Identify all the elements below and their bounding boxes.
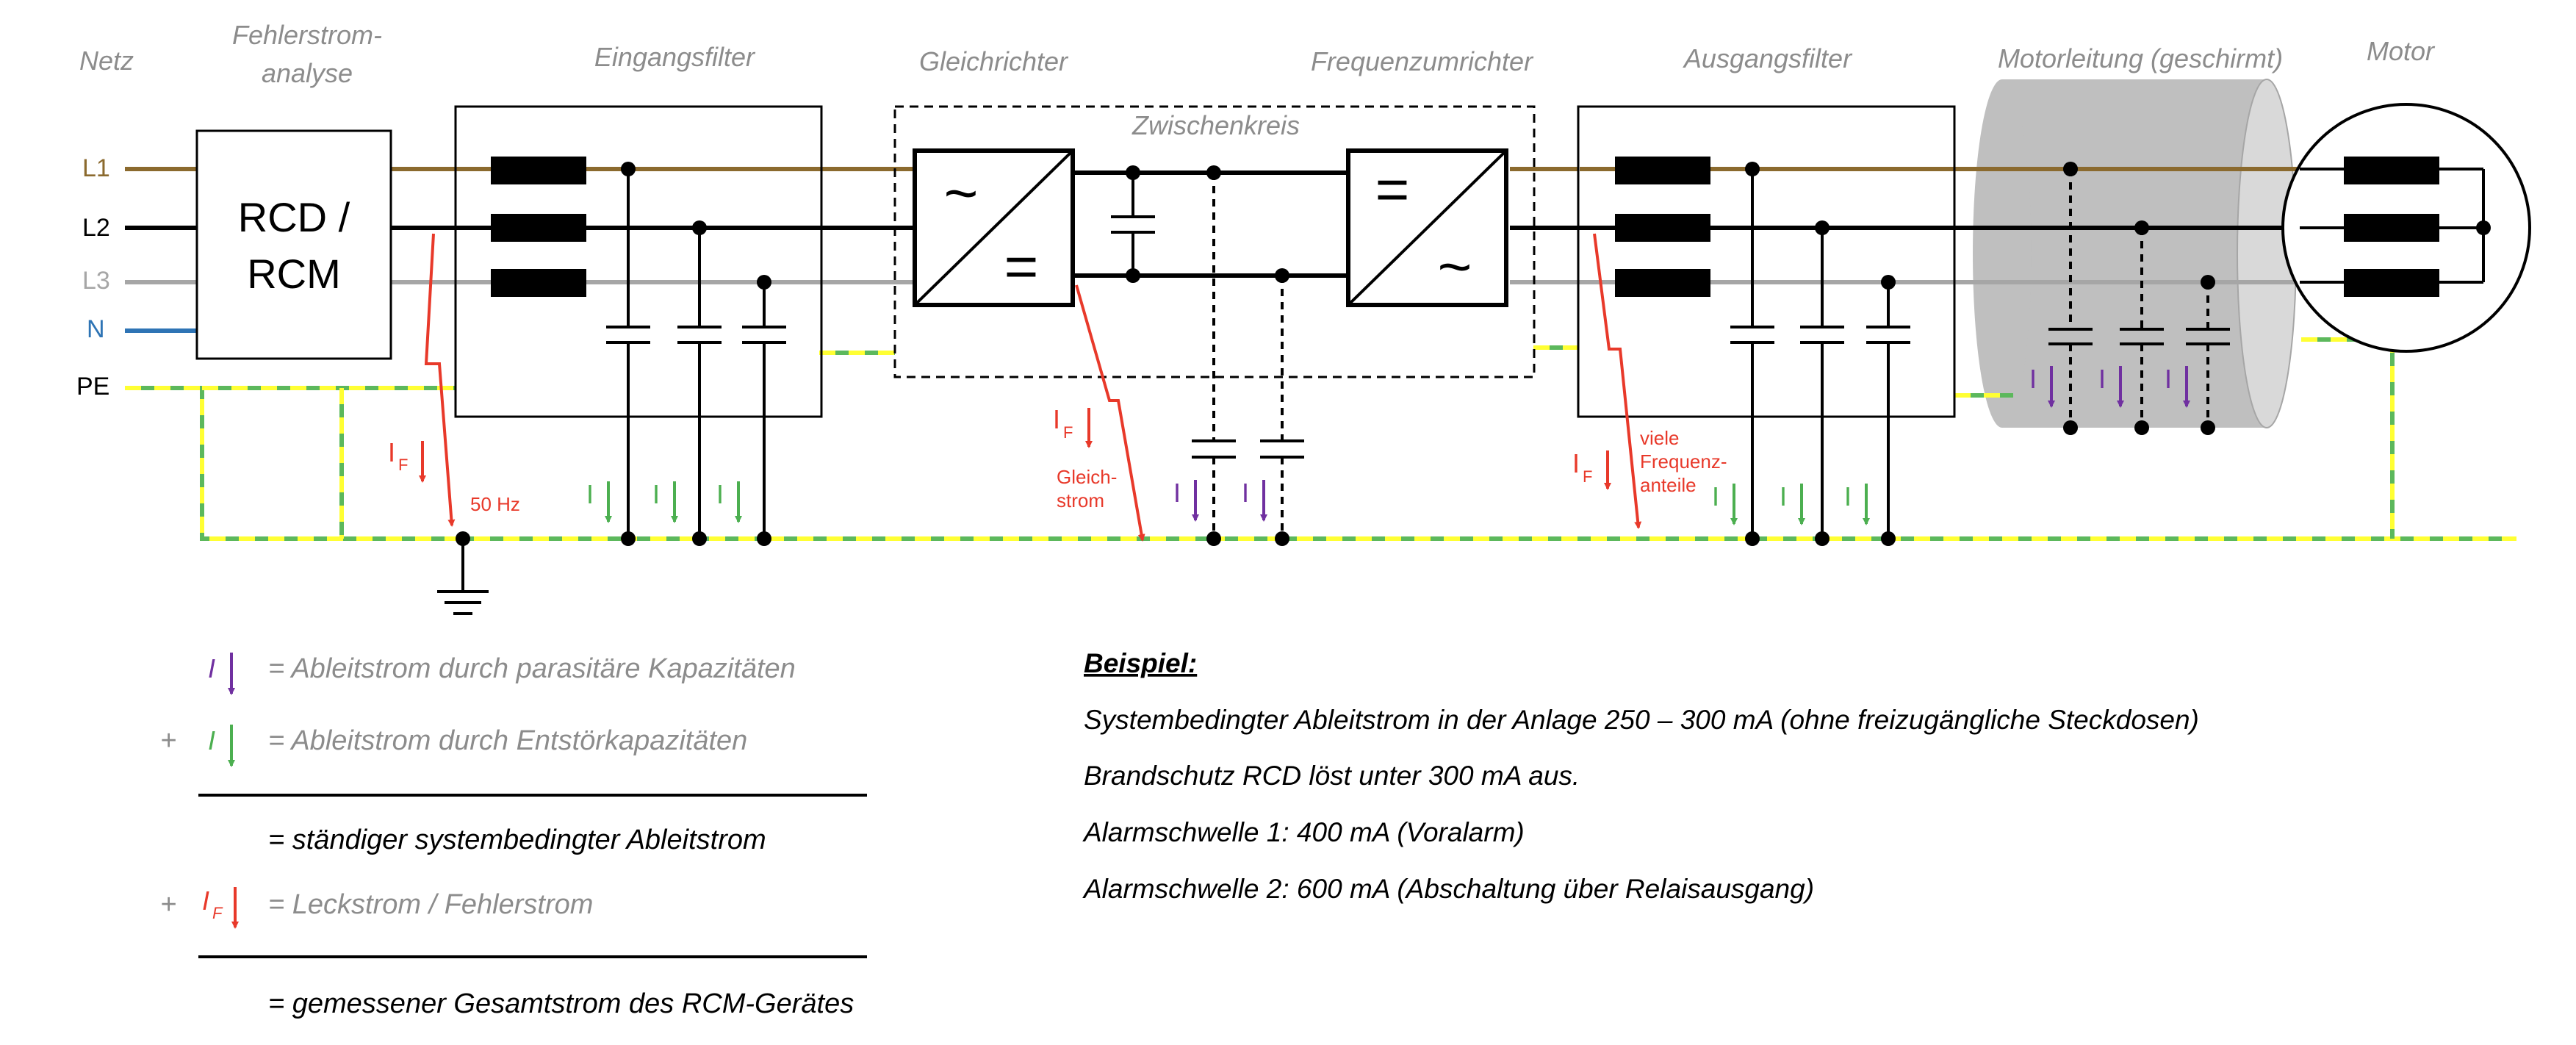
svg-text:F: F [398, 456, 408, 474]
header-motorleitung: Motorleitung (geschirmt) [1998, 43, 2283, 73]
legend: I = Ableitstrom durch parasitäre Kapazit… [160, 653, 867, 1019]
suppression-arrows-input: I I I [586, 479, 742, 523]
svg-text:I: I [208, 725, 215, 755]
cable-parasitic-caps [2048, 169, 2230, 428]
header-frequenzumrichter: Frequenzumrichter [1311, 46, 1534, 76]
legend-parasitic: = Ableitstrom durch parasitäre Kapazität… [268, 653, 796, 684]
svg-text:I: I [716, 479, 724, 509]
fault-label-strom: strom [1057, 489, 1104, 511]
svg-text:I: I [1572, 448, 1580, 478]
fault-label-1: I F 50 Hz [388, 437, 520, 515]
legend-subtotal: = ständiger systembedingter Ableitstrom [268, 825, 766, 855]
inverter-block: = ~ [1346, 148, 1508, 307]
legend-suppression: = Ableitstrom durch Entstörkapazitäten [268, 725, 747, 756]
svg-text:F: F [1583, 467, 1592, 486]
motor-cable-shield [1973, 79, 2297, 428]
header-fehlerstrom-2: analyse [262, 58, 353, 88]
label-pe: PE [76, 373, 109, 401]
legend-plus-1: + [160, 725, 176, 756]
rcd-label: RCD / [238, 194, 350, 240]
fault-label-2: I F Gleich- strom [1053, 404, 1117, 511]
pe-conductors [125, 337, 2516, 541]
legend-suppression-symbol: I [208, 725, 235, 767]
svg-text:I: I [388, 437, 395, 467]
fault-label-3: I F viele Frequenz- anteile [1572, 427, 1727, 496]
svg-text:I: I [652, 479, 660, 509]
example-block: Beispiel: Systembedingter Ableitstrom in… [1082, 648, 2199, 904]
svg-text:F: F [212, 904, 223, 922]
rectifier-block: ~ = [913, 148, 1075, 307]
header-zwischenkreis: Zwischenkreis [1132, 110, 1300, 140]
svg-text:I: I [1242, 478, 1249, 508]
example-line-1: Systembedingter Ableitstrom in der Anlag… [1084, 705, 2199, 735]
svg-text:I: I [2029, 364, 2037, 394]
svg-text:I: I [1053, 404, 1060, 434]
label-l1: L1 [82, 154, 110, 182]
motor-symbol [2281, 103, 2531, 353]
svg-text:I: I [2165, 364, 2172, 394]
header-motor: Motor [2367, 36, 2436, 66]
legend-parasitic-symbol: I [208, 653, 235, 695]
rectifier-ac-symbol: ~ [944, 160, 979, 226]
svg-text:I: I [1780, 481, 1787, 511]
example-line-3: Alarmschwelle 1: 400 mA (Voralarm) [1082, 817, 1525, 847]
legend-plus-2: + [160, 889, 176, 920]
label-n: N [87, 315, 105, 343]
example-line-4: Alarmschwelle 2: 600 mA (Abschaltung übe… [1082, 874, 1814, 904]
parasitic-caps-dc [1192, 173, 1304, 539]
header-eingangsfilter: Eingangsfilter [594, 42, 756, 72]
svg-text:I: I [208, 653, 215, 683]
legend-total: = gemessener Gesamtstrom des RCM-Gerätes [268, 988, 854, 1019]
svg-text:I: I [586, 479, 594, 509]
example-line-2: Brandschutz RCD löst unter 300 mA aus. [1084, 761, 1580, 791]
fault-label-frequenz: Frequenz- [1640, 450, 1727, 473]
header-ausgangsfilter: Ausgangsfilter [1683, 43, 1853, 73]
svg-text:I: I [2098, 364, 2106, 394]
parasitic-arrows-cable: I I I [2029, 364, 2190, 408]
example-title: Beispiel: [1084, 648, 1197, 678]
legend-leakage: = Leckstrom / Fehlerstrom [268, 889, 593, 920]
out-choke-l3 [1615, 269, 1710, 297]
out-choke-l2 [1615, 214, 1710, 242]
fault-label-anteile: anteile [1640, 474, 1697, 496]
fault-label-viele: viele [1640, 427, 1679, 449]
suppression-arrows-output: I I I [1712, 481, 1870, 525]
input-filter [454, 105, 823, 546]
rcd-rcm-box: RCD / RCM [195, 129, 392, 360]
svg-text:I: I [1173, 478, 1181, 508]
dc-link-capacitors [1111, 173, 1155, 276]
fault-label-gleich: Gleich- [1057, 466, 1117, 488]
fault-label-50hz: 50 Hz [470, 493, 520, 515]
dc-link-enclosure [893, 105, 1536, 378]
choke-l2 [491, 214, 586, 242]
svg-text:I: I [1712, 481, 1719, 511]
choke-l1 [491, 157, 586, 184]
inverter-ac-symbol: ~ [1438, 234, 1472, 299]
inverter-dc-symbol: = [1375, 157, 1410, 222]
label-l3: L3 [82, 267, 110, 295]
svg-text:I: I [1844, 481, 1852, 511]
label-l2: L2 [82, 214, 110, 242]
output-filter [1577, 105, 1956, 546]
choke-l3 [491, 269, 586, 297]
svg-text:I: I [202, 886, 209, 916]
header-fehlerstrom-1: Fehlerstrom- [232, 20, 382, 50]
fault-current-paths [424, 233, 1642, 542]
out-choke-l1 [1615, 157, 1710, 184]
rcm-label: RCM [247, 251, 341, 297]
earth-symbol [437, 539, 489, 615]
header-gleichrichter: Gleichrichter [919, 46, 1069, 76]
header-netz: Netz [79, 46, 134, 76]
parasitic-arrows-dc: I I [1173, 478, 1267, 522]
legend-leakage-symbol: I F [202, 886, 239, 929]
rectifier-dc-symbol: = [1004, 234, 1039, 299]
svg-text:F: F [1063, 423, 1073, 442]
